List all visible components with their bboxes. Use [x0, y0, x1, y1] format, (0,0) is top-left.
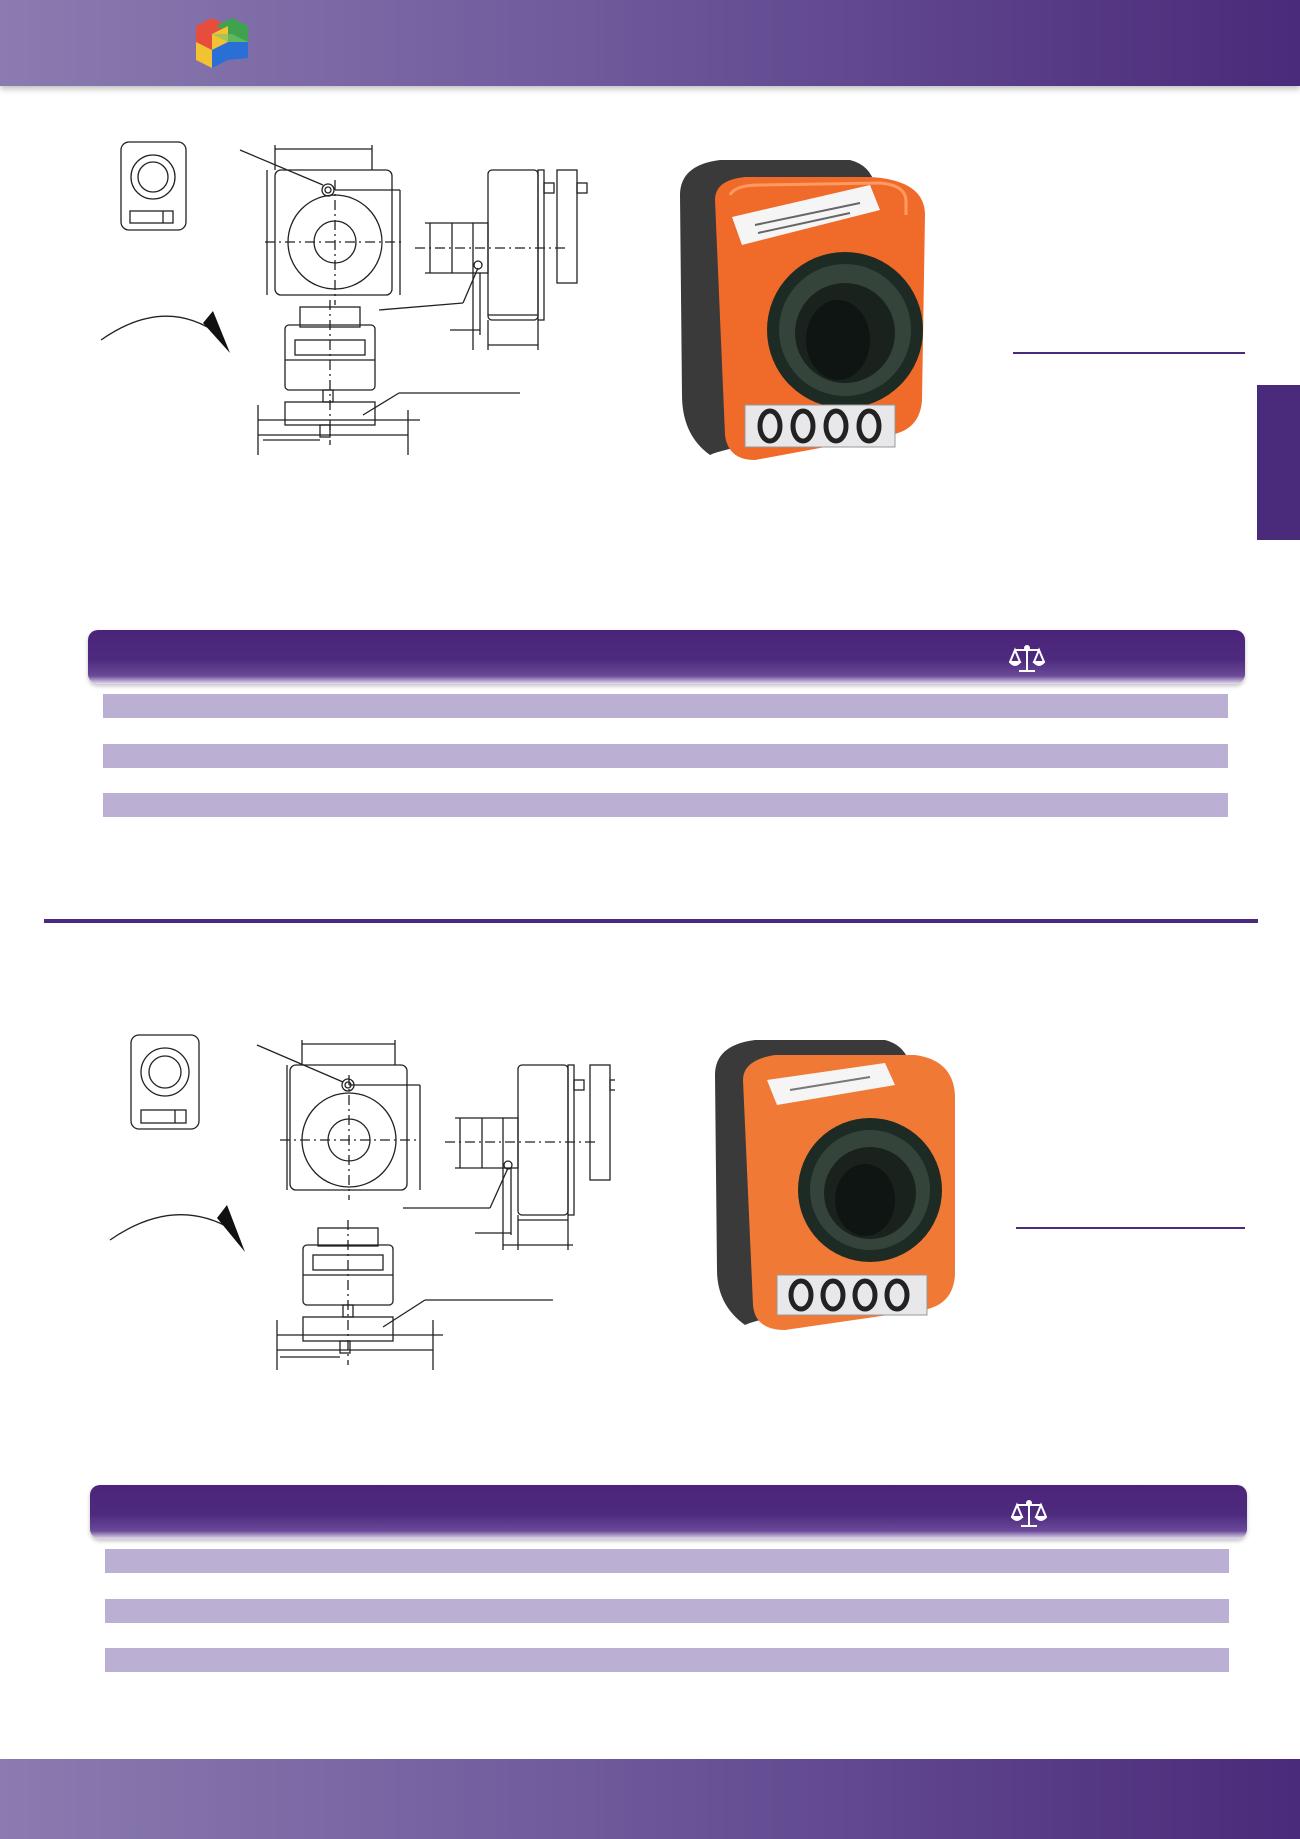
spec-line — [1016, 1227, 1245, 1229]
table-row — [103, 793, 1228, 817]
spec-table-header — [88, 630, 1245, 684]
table-row — [103, 744, 1228, 768]
table-row — [103, 694, 1228, 718]
section-divider — [44, 919, 1258, 923]
weight-scale-icon — [1011, 1500, 1047, 1527]
table-row — [105, 1599, 1229, 1623]
product-image-2 — [715, 1040, 955, 1330]
weight-scale-icon — [1009, 645, 1045, 672]
table-row — [105, 1648, 1229, 1672]
table-row — [105, 1549, 1229, 1573]
technical-drawing-1 — [100, 141, 588, 455]
side-tab — [1257, 385, 1300, 540]
spec-line — [1013, 352, 1245, 354]
footer-band — [0, 1759, 1300, 1839]
technical-drawing-2 — [109, 1034, 615, 1370]
product-image-1 — [680, 160, 925, 460]
company-logo — [196, 18, 248, 68]
spec-table-header — [90, 1485, 1247, 1539]
